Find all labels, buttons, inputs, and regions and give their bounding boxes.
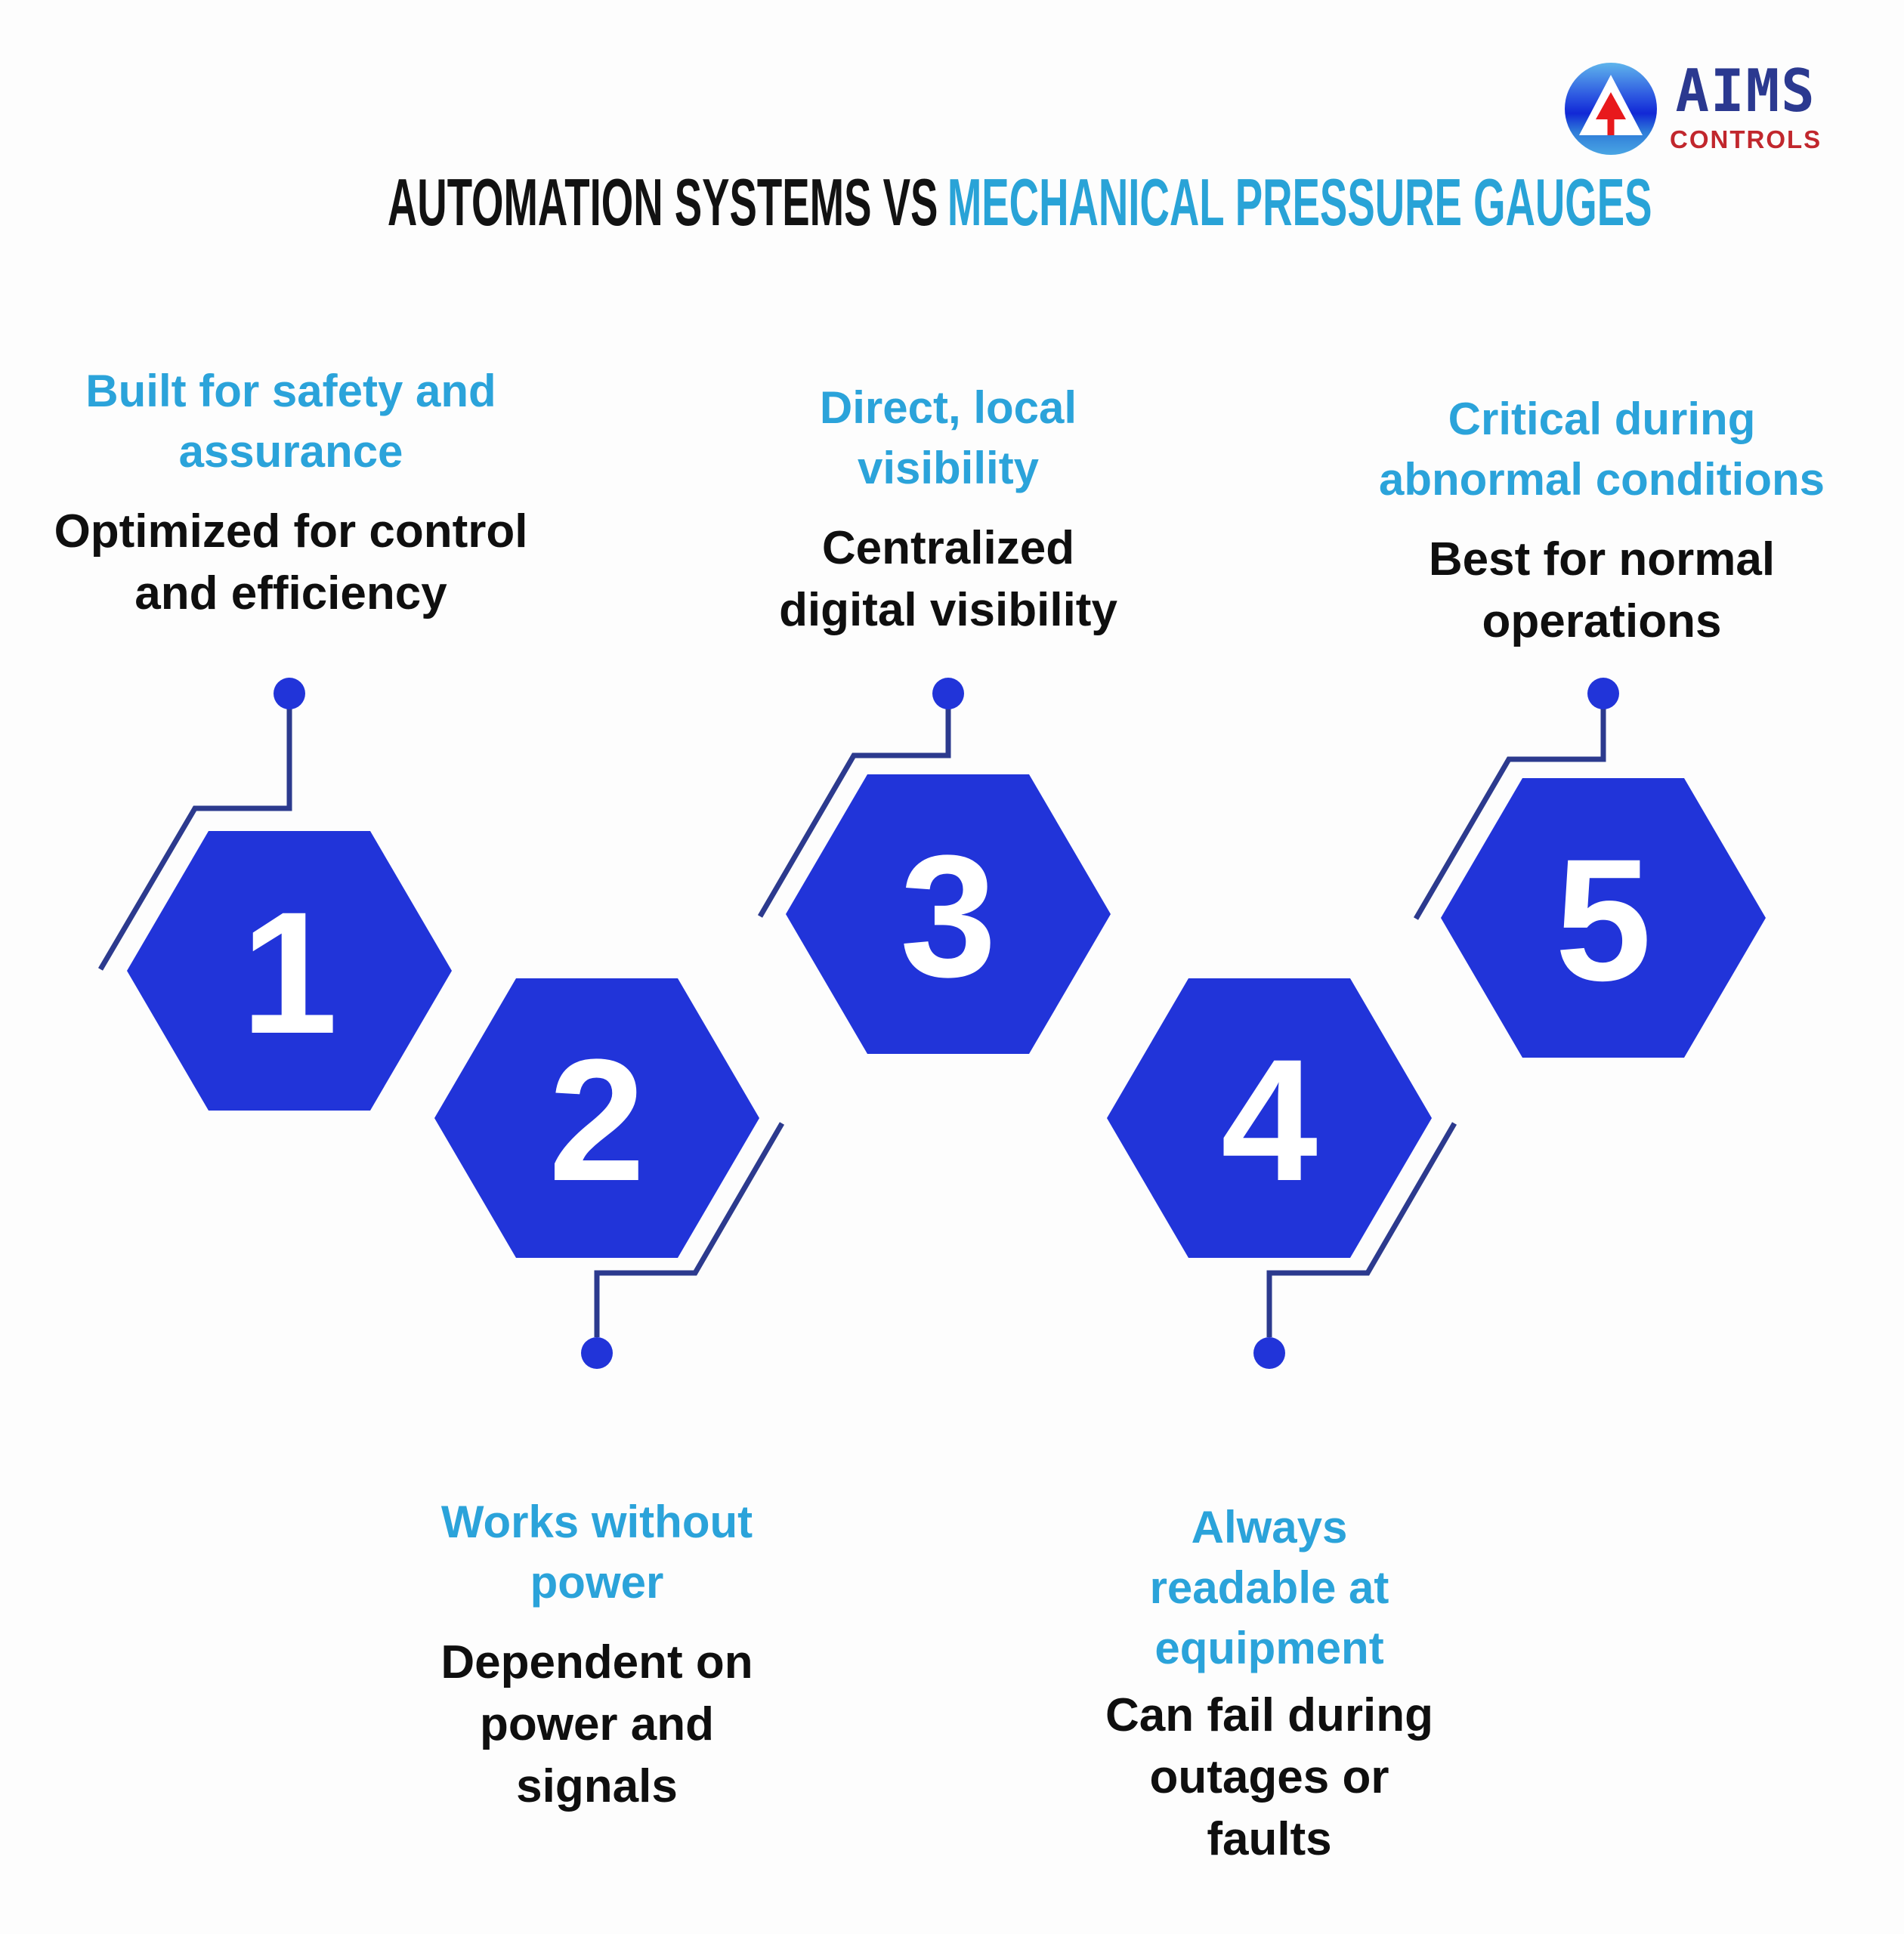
hexagon-3-number: 3 (900, 819, 997, 1013)
connector-dot-4 (1253, 1337, 1285, 1369)
hexagon-1-number: 1 (241, 876, 338, 1070)
connector-dot-3 (932, 678, 964, 709)
tagline-text: CONTROLS (1670, 125, 1822, 153)
connector-dot-1 (274, 678, 305, 709)
brand-text: AIMS (1675, 57, 1816, 125)
aims-controls-logo: AIMS CONTROLS (1564, 62, 1822, 156)
item-3-body: Centralized digital visibility (779, 522, 1117, 636)
connector-dot-2 (581, 1337, 613, 1369)
hexagon-4 (1107, 978, 1432, 1258)
item-5-body: Best for normal operations (1428, 533, 1776, 647)
hexagon-5-number: 5 (1555, 823, 1652, 1017)
logo-text: AIMS CONTROLS (1670, 62, 1822, 154)
connector-line-5 (1413, 694, 1606, 920)
item-4-heading: Always readable at equipment (1149, 1502, 1389, 1673)
hexagon-2 (434, 978, 759, 1258)
connector-line-2 (594, 1122, 785, 1337)
hexagon-3 (786, 774, 1111, 1054)
connector-line-4 (1266, 1122, 1457, 1337)
item-1-body: Optimized for control and efficiency (54, 505, 528, 619)
item-2-heading: Works without power (440, 1497, 753, 1608)
hexagon-2-number: 2 (549, 1023, 645, 1217)
item-2-body: Dependent on power and signals (440, 1636, 753, 1812)
triangle-arrow-logo-icon (1565, 63, 1657, 155)
title-part-blue: MECHANICAL PRESSURE GAUGES (947, 165, 1652, 239)
item-1-heading: Built for safety and assurance (85, 366, 496, 477)
hexagon-4-number: 4 (1221, 1023, 1318, 1217)
connector-dot-5 (1587, 678, 1619, 709)
item-5-heading: Critical during abnormal conditions (1378, 394, 1825, 505)
info-block-1: Built for safety and assurance Optimized… (19, 361, 563, 625)
title-part-black: AUTOMATION SYSTEMS VS (387, 165, 938, 239)
connector-line-1 (97, 694, 292, 971)
info-block-5: Critical during abnormal conditions Best… (1330, 389, 1874, 653)
item-4-body: Can fail during outages or faults (1105, 1689, 1433, 1865)
info-block-2: Works without power Dependent on power a… (325, 1492, 869, 1818)
info-block-4: Always readable at equipment Can fail du… (997, 1497, 1541, 1871)
hexagon-1 (127, 831, 452, 1111)
connector-line-3 (757, 694, 951, 918)
item-3-heading: Direct, local visibility (819, 382, 1077, 493)
info-block-3: Direct, local visibility Centralized dig… (676, 378, 1220, 641)
hexagon-5 (1441, 778, 1766, 1058)
